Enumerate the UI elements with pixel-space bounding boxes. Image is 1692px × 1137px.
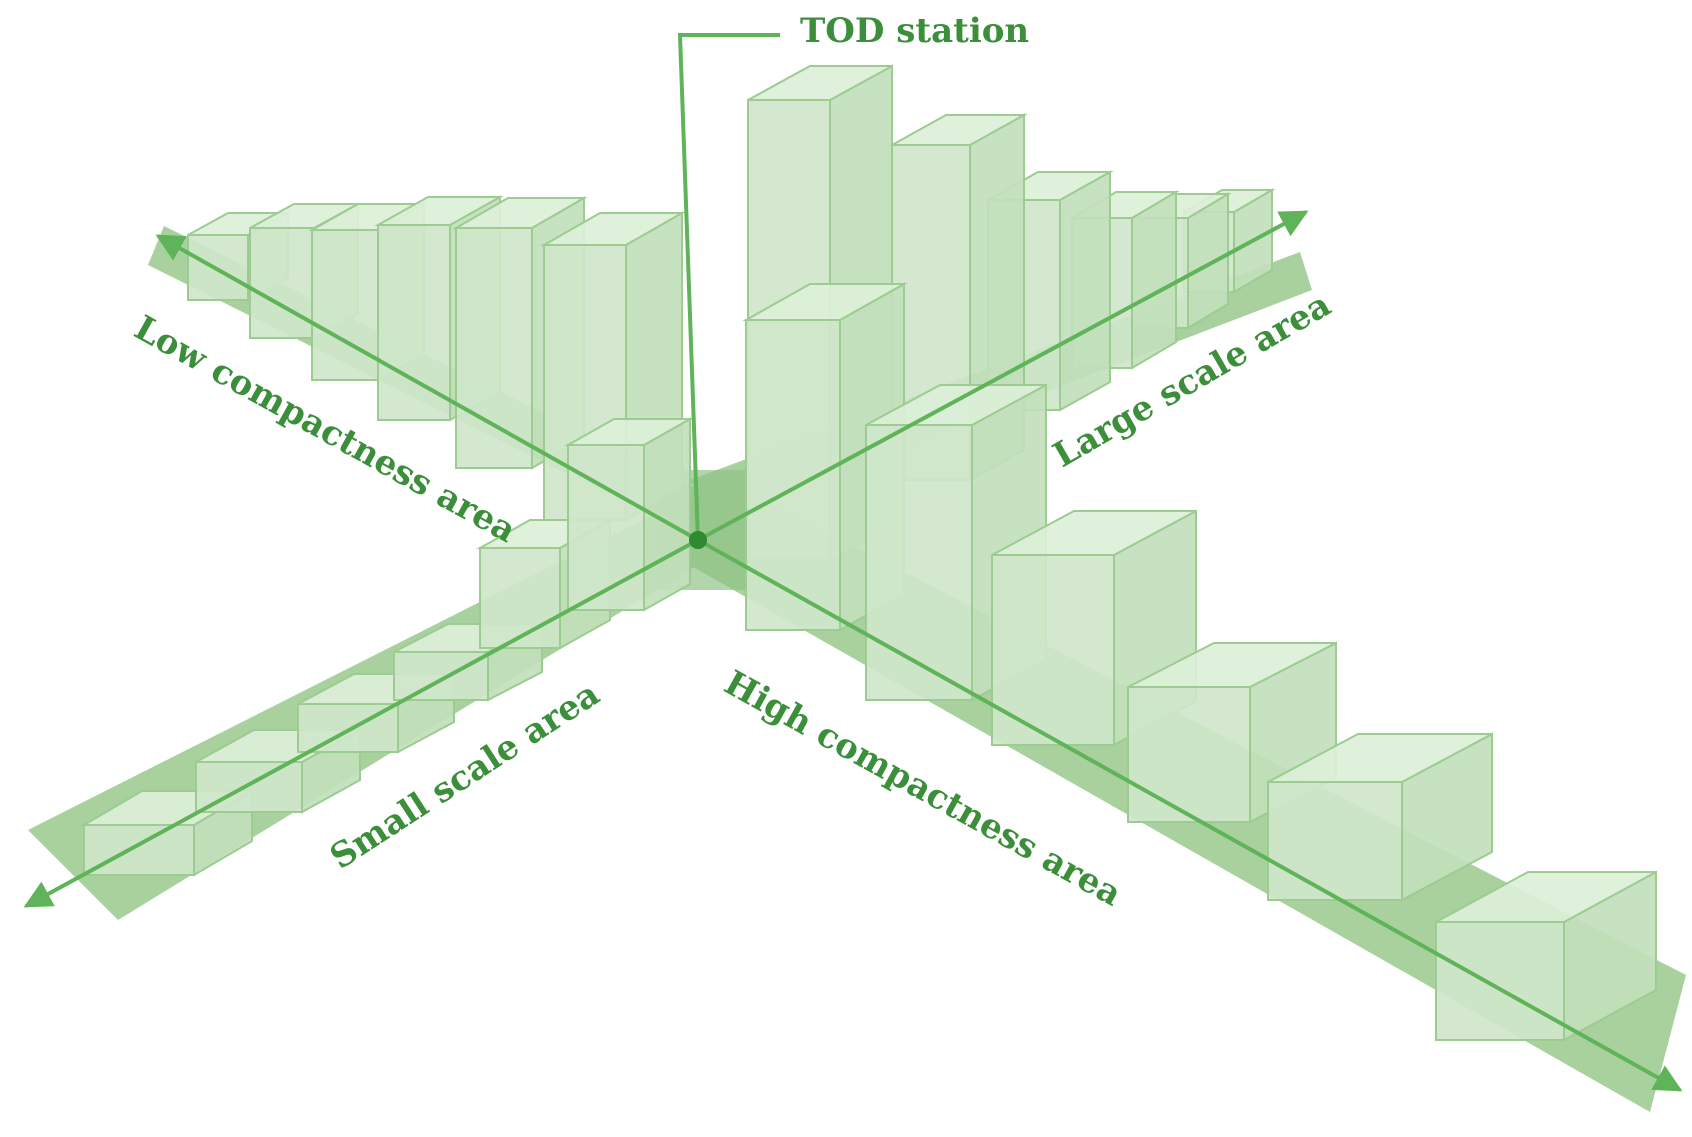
building-box: [1267, 732, 1493, 902]
building-top: [452, 197, 588, 229]
building-top: [540, 212, 686, 246]
building-top: [742, 283, 908, 321]
building-front: [1435, 921, 1565, 1041]
axis-low-compactness: [155, 234, 699, 542]
building-top: [1435, 871, 1657, 923]
building-top: [991, 510, 1197, 556]
station-node: [689, 531, 707, 549]
building-box: [564, 417, 694, 612]
axis-small-scale: [23, 538, 699, 908]
building-front: [745, 319, 841, 631]
building-front: [393, 651, 489, 701]
building-front: [455, 227, 533, 469]
building-front: [865, 424, 973, 701]
building-top: [564, 418, 694, 446]
building-front: [311, 229, 379, 381]
station-label: TOD station: [800, 11, 1029, 51]
building-front: [1267, 781, 1403, 901]
axis-high-compactness: [697, 538, 1683, 1092]
building-top: [747, 65, 893, 101]
building-top: [1267, 733, 1493, 783]
building-box: [1435, 870, 1657, 1042]
building-front: [479, 547, 561, 649]
building-front: [1127, 686, 1251, 823]
axis-large-scale: [697, 210, 1309, 542]
building-top: [374, 196, 504, 226]
buildings: [80, 64, 1657, 1042]
building-side: [1131, 190, 1177, 370]
building-top: [1127, 642, 1337, 688]
building-top: [888, 114, 1028, 146]
building-front: [567, 444, 645, 611]
building-top: [865, 384, 1047, 426]
building-box: [865, 383, 1047, 702]
axes: [23, 210, 1683, 1092]
building-side: [1059, 170, 1111, 412]
building-front: [249, 227, 315, 339]
building-box: [1127, 641, 1337, 824]
building-front: [377, 224, 451, 421]
station-leader-line: [677, 33, 780, 541]
